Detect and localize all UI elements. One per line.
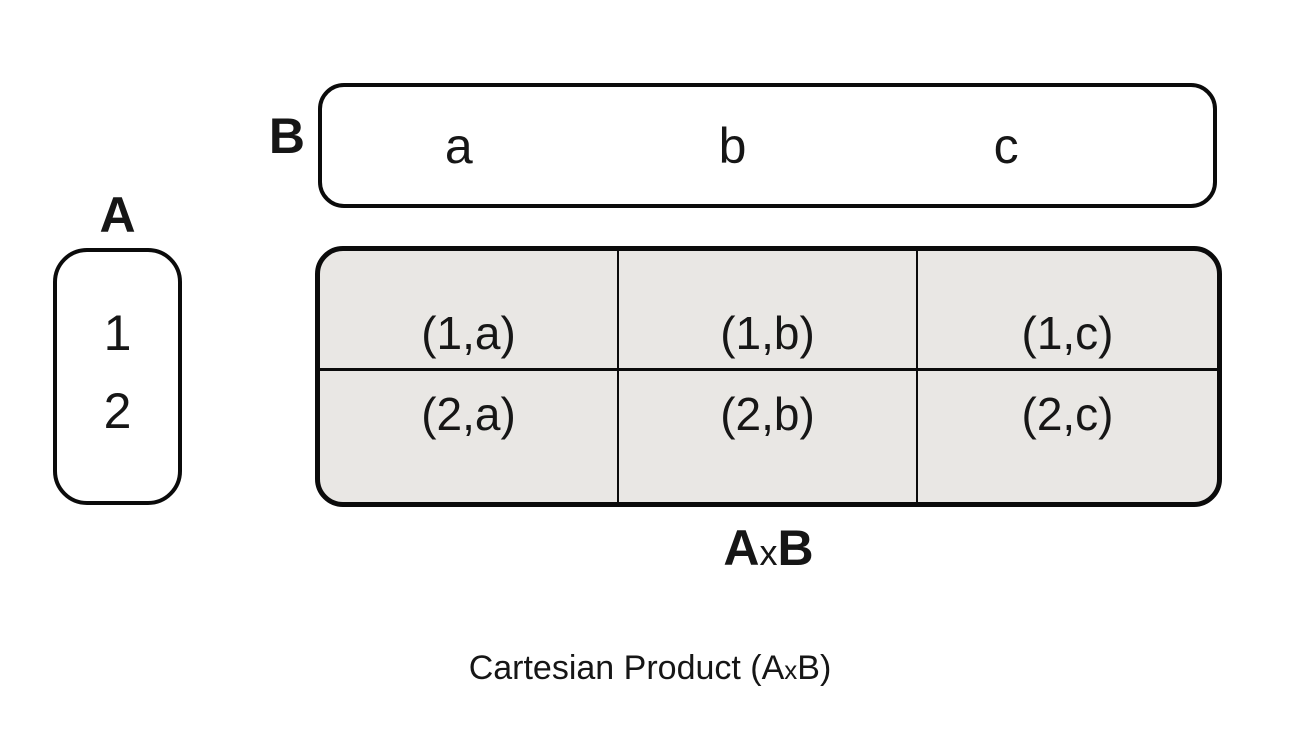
set-b-box: a b c <box>318 83 1217 208</box>
set-a-item: 2 <box>103 382 132 439</box>
product-cell: (2,a) <box>320 371 619 502</box>
set-a-box: 1 2 <box>53 248 182 505</box>
caption-operator: x <box>784 655 798 685</box>
product-cell: (1,c) <box>918 251 1217 371</box>
set-a-label: A <box>99 187 136 243</box>
product-label-operator: x <box>759 532 778 573</box>
product-grid: (1,a) (1,b) (1,c) (2,a) (2,b) (2,c) <box>315 246 1222 507</box>
set-a-item: 1 <box>103 304 132 361</box>
product-cell: (2,c) <box>1021 388 1114 440</box>
product-cell: (1,b) <box>619 251 918 371</box>
product-label-left: A <box>723 520 760 576</box>
caption-text-before: Cartesian Product (A <box>468 649 785 687</box>
set-b-label: B <box>268 108 305 164</box>
set-b-item: c <box>993 117 1019 174</box>
caption-text-after: B) <box>797 649 832 687</box>
product-label-right: B <box>777 520 814 576</box>
set-b-item: a <box>444 117 473 174</box>
diagram-caption: Cartesian Product (AxB) <box>0 648 1300 690</box>
product-cell: (1,a) <box>320 251 619 371</box>
product-label: AxB <box>315 519 1222 582</box>
set-b-item: b <box>718 117 747 174</box>
product-cell: (2,b) <box>619 371 918 502</box>
